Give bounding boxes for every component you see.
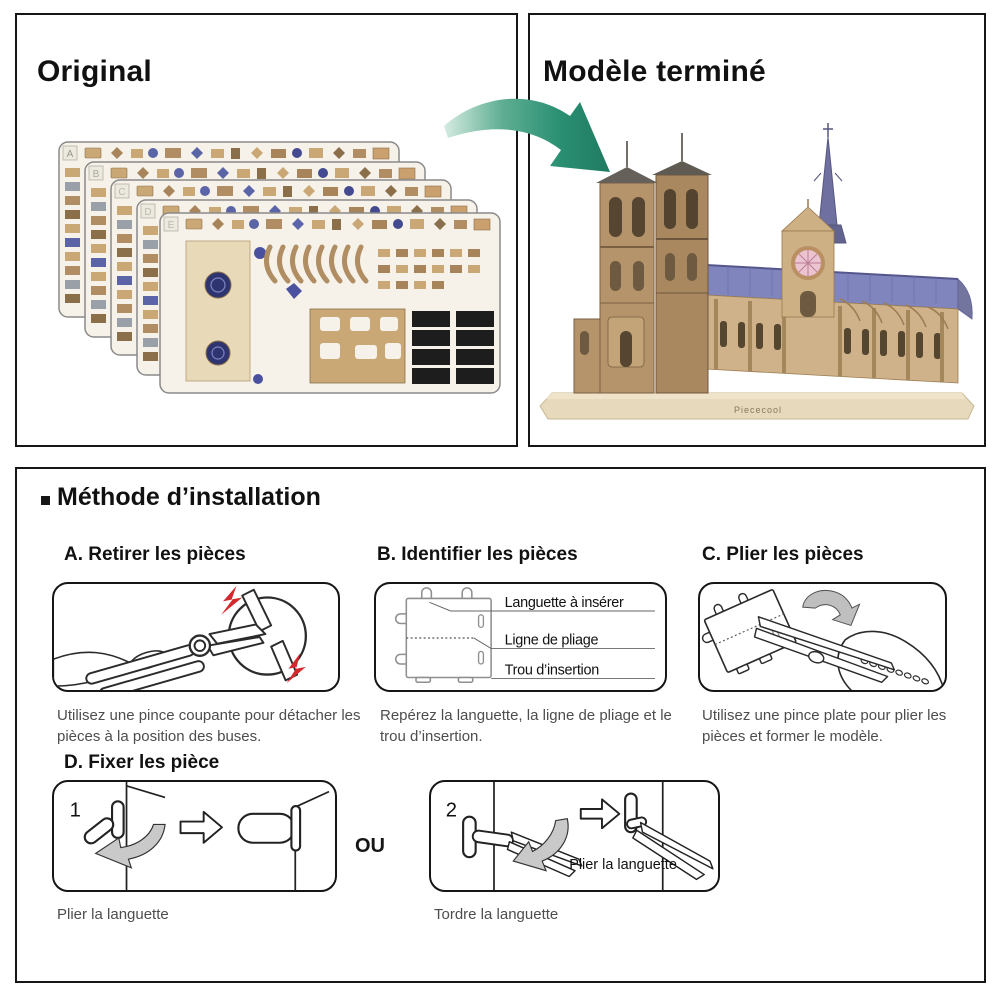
step-c-title: C. Plier les pièces [702,544,864,565]
sheet-label: E [168,220,175,231]
model-base-brand: Piececool [734,405,782,415]
label-tab: Languette à insérer [505,595,624,611]
step-d-figure-2: 2 Plier la languette [429,780,720,892]
sheet-e: E [159,212,501,394]
step-c-figure [698,582,947,692]
cut-flash-icon [286,653,306,684]
square-bullet-icon [41,496,50,505]
model-rose-window [780,199,836,318]
fold-direction-arrow-icon [94,823,166,869]
original-panel: Original [15,13,518,447]
cutting-pliers-illustration [54,585,308,690]
step-d-figure-1: 1 [52,780,337,892]
option-2-number: 2 [446,800,457,822]
step-a-figure [52,582,340,692]
sheet-label: B [93,169,100,180]
option-1-number: 1 [70,800,81,822]
inner-label: Plier la languette [569,857,677,873]
sheet-label: C [118,187,125,198]
step-b-figure: Languette à insérer Ligne de pliage Trou… [374,582,667,692]
label-fold-line: Ligne de pliage [505,633,599,649]
flat-pliers-illustration [701,589,945,690]
metal-sheets-illustration: A B C [58,141,501,394]
next-step-arrow-icon [179,810,223,844]
fold-arrow-icon [802,589,861,627]
step-a-caption: Utilisez une pince coupante pour détache… [57,707,361,745]
transform-arrow-icon [444,98,610,172]
original-title: Original [37,55,152,88]
finished-panel: Modèle terminé Piececool [528,13,986,447]
step-b-title: B. Identifier les pièces [377,544,578,565]
step-a-title: A. Retirer les pièces [64,544,246,565]
sheet-label: D [144,207,151,218]
method-title: Méthode d’installation [57,483,321,511]
piece-diagram-illustration: Languette à insérer Ligne de pliage Trou… [395,587,655,684]
cut-flash-icon [221,585,243,615]
label-insert-hole: Trou d’insertion [505,663,600,679]
step-d-title: D. Fixer les pièce [64,752,220,773]
or-label: OU [355,835,385,857]
next-step-arrow-icon [579,798,621,830]
twist-tab-illustration: 2 Plier la languette [446,782,714,890]
step-c-caption: Utilisez une pince plate pour plier les … [702,707,947,745]
finished-title: Modèle terminé [543,55,766,88]
sheet-label: A [67,149,74,160]
step-d1-caption: Plier la languette [57,906,169,923]
twist-direction-arrow-icon [512,817,569,872]
model-buttresses [839,298,949,330]
model-towers [573,133,712,394]
method-panel: Méthode d’installation A. Retirer les pi… [15,467,986,983]
step-b-caption: Repérez la languette, la ligne de pliage… [380,707,672,745]
notre-dame-model-image: Piececool [539,123,975,420]
step-d2-caption: Tordre la languette [434,906,559,923]
fold-tab-illustration: 1 [70,782,330,890]
